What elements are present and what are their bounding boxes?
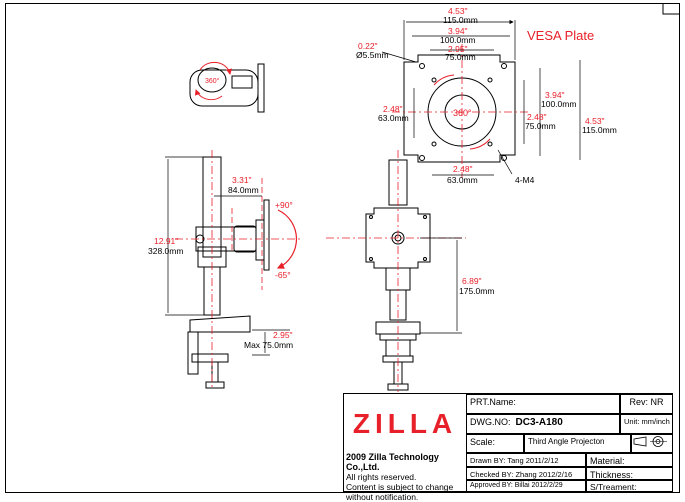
pole-in: 12.91" bbox=[154, 236, 178, 246]
hole-mm: Ø5.5mm bbox=[356, 50, 389, 60]
company-info: 2009 Zilla Technology Co.,Ltd. All right… bbox=[346, 452, 466, 502]
width-295-mm: 75.0mm bbox=[445, 52, 476, 62]
scale-cell: Scale: bbox=[466, 434, 524, 453]
tilt-down: -65° bbox=[275, 270, 291, 280]
top-rotation-label: 360° bbox=[205, 77, 220, 85]
left-248-mm: 63.0mm bbox=[378, 113, 409, 123]
clamp-in: 2.95" bbox=[273, 330, 293, 340]
projection-cell: Third Angle Projecton bbox=[524, 434, 631, 453]
rights-line-3: without notification. bbox=[346, 492, 419, 502]
rights-line-1: All rights reserved. bbox=[346, 472, 417, 482]
drawing-frame bbox=[5, 3, 680, 493]
rights-line-2: Content is subject to change bbox=[346, 482, 454, 492]
right-394-in: 3.94" bbox=[545, 90, 565, 100]
dwg-no-cell: DWG.NO: DC3-A180 bbox=[466, 414, 620, 434]
unit-cell: Unit: mm/inch bbox=[620, 414, 673, 434]
right-453-in: 4.53" bbox=[585, 116, 605, 126]
bottom-248-mm: 63.0mm bbox=[447, 175, 478, 185]
material-cell: Material: bbox=[586, 453, 673, 467]
bottom-248-in: 2.48" bbox=[453, 164, 473, 174]
company-name: 2009 Zilla Technology Co.,Ltd. bbox=[346, 452, 439, 472]
height-689-in: 6.89" bbox=[462, 276, 482, 286]
width-295-in: 2.95" bbox=[448, 44, 468, 54]
projection-icon bbox=[633, 436, 667, 447]
right-248-in: 2.48" bbox=[527, 112, 547, 122]
rev-cell: Rev: NR bbox=[620, 394, 673, 414]
approved-by-cell: Approved BY: Billai 2012/2/29 bbox=[466, 480, 586, 492]
title-block: ZILLA 2009 Zilla Technology Co.,Ltd. All… bbox=[343, 393, 673, 502]
width-394-mm: 100.0mm bbox=[440, 35, 475, 45]
drawn-by-cell: Drawn BY: Tang 2011/2/12 bbox=[466, 453, 586, 467]
right-248-mm: 75.0mm bbox=[525, 121, 556, 131]
zilla-logo: ZILLA bbox=[352, 408, 458, 439]
width-394-in: 3.94" bbox=[448, 26, 468, 36]
right-394-mm: 100.0mm bbox=[541, 99, 576, 109]
width-453-in: 4.53" bbox=[448, 6, 468, 16]
pole-mm: 328.0mm bbox=[148, 246, 183, 256]
height-689-mm: 175.0mm bbox=[459, 286, 494, 296]
checked-by-cell: Checked BY: Zhang 2012/2/16 bbox=[466, 467, 586, 480]
thickness-cell: Thickness: bbox=[586, 467, 673, 480]
hole-in: 0.22" bbox=[358, 41, 378, 51]
top-view bbox=[189, 61, 265, 113]
vesa-title: VESA Plate bbox=[527, 28, 594, 43]
width-453-mm: 115.0mm bbox=[443, 15, 478, 25]
right-453-mm: 115.0mm bbox=[582, 125, 617, 135]
screw-label: 4-M4 bbox=[515, 175, 535, 185]
vesa-rotation-label: 360° bbox=[453, 108, 472, 118]
treatment-cell: S/Treament: bbox=[586, 480, 673, 492]
front-view bbox=[365, 159, 431, 391]
arm-in: 3.31" bbox=[232, 175, 252, 185]
arm-mm: 84.0mm bbox=[228, 185, 259, 195]
clamp-mm: Max 75.0mm bbox=[244, 340, 293, 350]
tilt-up: +90° bbox=[275, 200, 293, 210]
projection-symbol bbox=[631, 434, 673, 453]
prt-name-cell: PRT.Name: bbox=[466, 394, 620, 414]
left-248-in: 2.48" bbox=[383, 104, 403, 114]
